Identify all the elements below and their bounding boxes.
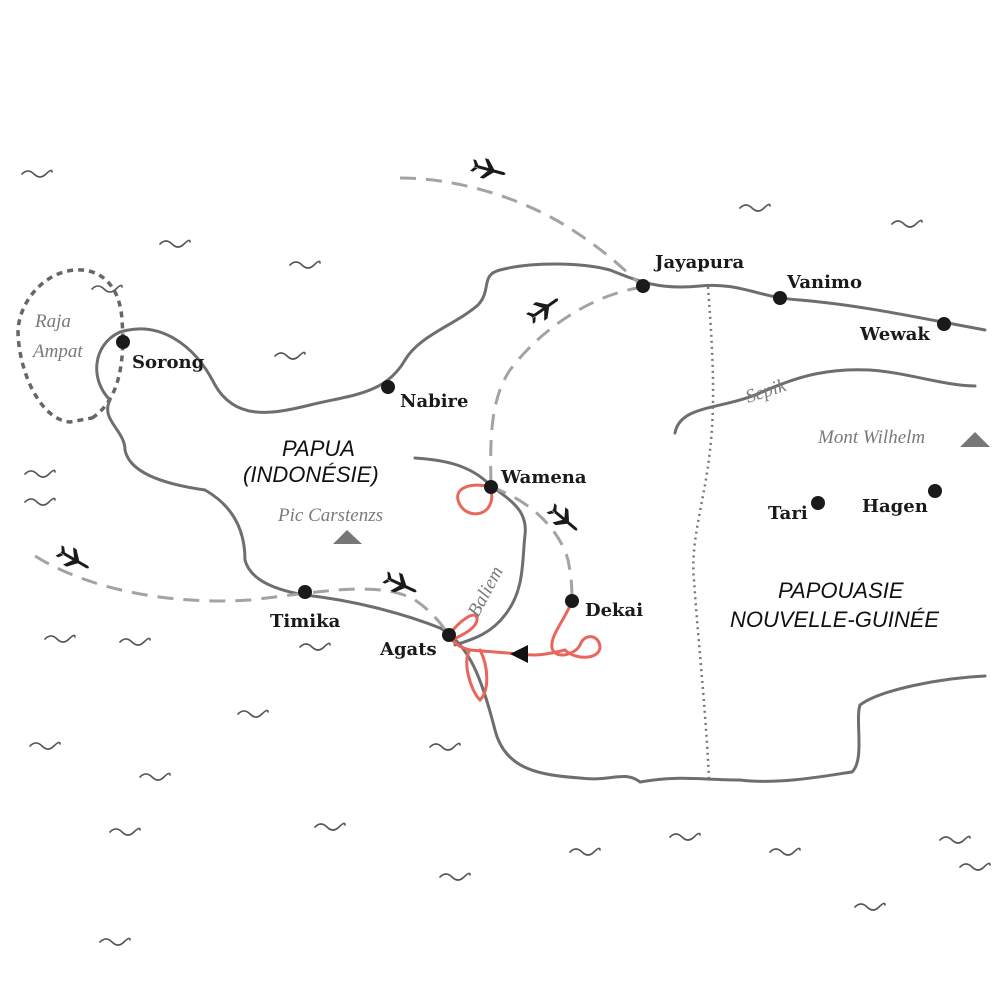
label-baliem: Baliem — [464, 563, 508, 620]
plane-icon — [546, 503, 578, 531]
plane-icon — [382, 571, 417, 593]
city-dot-icon — [565, 594, 579, 608]
city-dot-icon — [381, 380, 395, 394]
wave-icon — [91, 284, 123, 293]
sepik-river — [673, 368, 977, 435]
region-papua: PAPUA — [282, 436, 355, 461]
wave-icon — [769, 847, 801, 856]
city-wamena: Wamena — [500, 467, 587, 488]
region-indonesie: (INDONÉSIE) — [243, 462, 379, 487]
region-nouvelle-guinee: NOUVELLE-GUINÉE — [730, 607, 939, 632]
city-dekai: Dekai — [585, 600, 643, 621]
city-dot-icon — [937, 317, 951, 331]
plane-icon — [55, 545, 89, 569]
city-hagen: Hagen — [862, 496, 928, 517]
wave-icon — [24, 497, 56, 506]
city-timika: Timika — [270, 611, 341, 632]
route-wamena-loop — [456, 483, 494, 516]
city-dot-icon — [116, 335, 130, 349]
wave-icon — [237, 709, 269, 718]
wave-icon — [891, 219, 923, 228]
wave-icon — [44, 634, 76, 643]
sea-waves — [21, 169, 991, 946]
label-mont-wilhelm: Mont Wilhelm — [817, 427, 925, 448]
wave-icon — [299, 642, 331, 651]
coastline-north — [95, 262, 987, 414]
wave-icon — [669, 832, 701, 841]
city-tari: Tari — [768, 503, 808, 524]
wave-icon — [439, 872, 471, 881]
city-dot-icon — [636, 279, 650, 293]
city-agats: Agats — [379, 639, 437, 660]
label-sepik: Sepik — [743, 375, 789, 408]
baliem-river — [413, 456, 527, 647]
label-raja: Raja — [34, 311, 71, 332]
route-agats-loop-upper — [447, 613, 479, 642]
border-line — [692, 286, 715, 779]
mountain-icon — [960, 432, 990, 447]
wave-icon — [429, 742, 461, 751]
city-sorong: Sorong — [132, 352, 205, 373]
wave-icon — [854, 902, 886, 911]
flight-path-north — [399, 176, 645, 289]
wave-icon — [959, 862, 991, 871]
plane-icon — [470, 158, 506, 179]
label-pic-carstenzs: Pic Carstenzs — [277, 505, 383, 526]
mountain-icon — [333, 530, 362, 544]
wave-icon — [569, 847, 601, 856]
wave-icon — [739, 203, 771, 212]
city-dot-icon — [442, 628, 456, 642]
raja-ampat-boundary — [16, 268, 125, 424]
wave-icon — [21, 169, 53, 178]
route-dekai-agats — [447, 599, 602, 659]
city-dot-icon — [484, 480, 498, 494]
wave-icon — [99, 937, 131, 946]
wave-icon — [314, 822, 346, 831]
region-papouasie: PAPOUASIE — [778, 578, 904, 603]
flight-path-wamena-dekai — [490, 485, 574, 602]
wave-icon — [289, 260, 321, 269]
city-dot-icon — [298, 585, 312, 599]
city-dot-icon — [773, 291, 787, 305]
city-dot-icon — [928, 484, 942, 498]
city-nabire: Nabire — [400, 391, 468, 412]
city-dot-icon — [811, 496, 825, 510]
wave-icon — [139, 772, 171, 781]
city-jayapura: Jayapura — [653, 252, 744, 273]
coastline-south — [106, 398, 987, 784]
wave-icon — [109, 827, 141, 836]
planes — [55, 158, 578, 593]
flight-path-timika-agats — [34, 554, 451, 636]
wave-icon — [119, 637, 151, 646]
plane-icon — [525, 298, 559, 324]
wave-icon — [939, 835, 971, 844]
label-ampat: Ampat — [31, 341, 83, 362]
route-agats-loop-lower — [465, 648, 489, 703]
direction-arrow-icon — [510, 645, 528, 663]
wave-icon — [29, 741, 61, 750]
wave-icon — [274, 351, 306, 360]
city-vanimo: Vanimo — [786, 272, 862, 293]
city-wewak: Wewak — [859, 324, 930, 345]
flight-path-jayapura-wamena — [489, 285, 644, 488]
wave-icon — [159, 239, 191, 248]
wave-icon — [24, 469, 56, 478]
